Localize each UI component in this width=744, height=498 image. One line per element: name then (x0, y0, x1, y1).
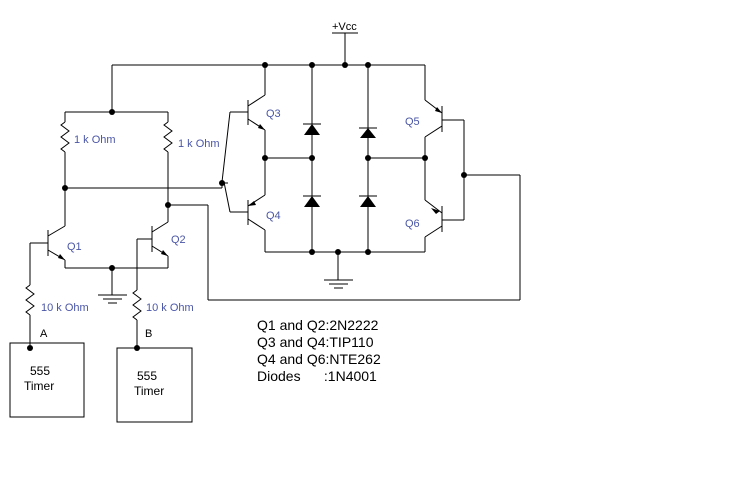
resistor-10k-left-label: 10 k Ohm (41, 302, 89, 314)
note-line-2: Q3 and Q4:TIP110 (257, 334, 374, 350)
resistor-10k-right-label: 10 k Ohm (146, 302, 194, 314)
resistor-10k-left: 10 k Ohm (25, 284, 89, 345)
resistor-1k-left: 1 k Ohm (60, 112, 116, 188)
resistor-10k-right: 10 k Ohm (132, 289, 194, 348)
q1-label: Q1 (67, 241, 82, 253)
transistor-q2: Q2 (136, 205, 186, 290)
q6-label: Q6 (405, 218, 420, 230)
timer-a-line1: 555 (30, 364, 50, 378)
resistor-1k-right-label: 1 k Ohm (178, 138, 220, 150)
midpoint-wires (265, 122, 425, 200)
component-notes: Q1 and Q2:2N2222 Q3 and Q4:TIP110 Q4 and… (257, 317, 381, 384)
collector-cross-wires (65, 111, 521, 301)
vcc-supply: +Vcc (332, 21, 358, 65)
timer-b-line1: 555 (137, 369, 157, 383)
q5-label: Q5 (405, 116, 420, 128)
input-b-label: B (145, 328, 152, 340)
resistor-1k-right: 1 k Ohm (163, 112, 220, 205)
timer-a-line2: Timer (24, 379, 54, 393)
transistor-q1: Q1 (29, 188, 82, 285)
transistor-q5: Q5 (405, 99, 465, 220)
note-line-3: Q4 and Q6:NTE262 (257, 351, 381, 367)
timer-a: 555 Timer (9, 342, 85, 418)
q2-label: Q2 (171, 234, 186, 246)
diodes (303, 123, 377, 207)
input-a-label: A (40, 328, 48, 340)
timer-b-line2: Timer (134, 384, 164, 398)
emitter-ground (65, 267, 168, 304)
junction-dots (27, 62, 467, 351)
transistor-q3: Q3 (247, 94, 281, 158)
vcc-label: +Vcc (332, 21, 357, 33)
q3-label: Q3 (266, 108, 281, 120)
q4-label: Q4 (266, 210, 281, 222)
timer-b: 555 Timer (116, 347, 193, 423)
bottom-rail-wires (265, 200, 425, 289)
resistor-1k-left-label: 1 k Ohm (74, 134, 116, 146)
transistor-q6: Q6 (405, 158, 464, 252)
note-line-1: Q1 and Q2:2N2222 (257, 317, 379, 333)
top-rail-wires (65, 64, 426, 122)
transistor-q4: Q4 (247, 158, 281, 252)
note-line-4: Diodes :1N4001 (257, 368, 377, 384)
